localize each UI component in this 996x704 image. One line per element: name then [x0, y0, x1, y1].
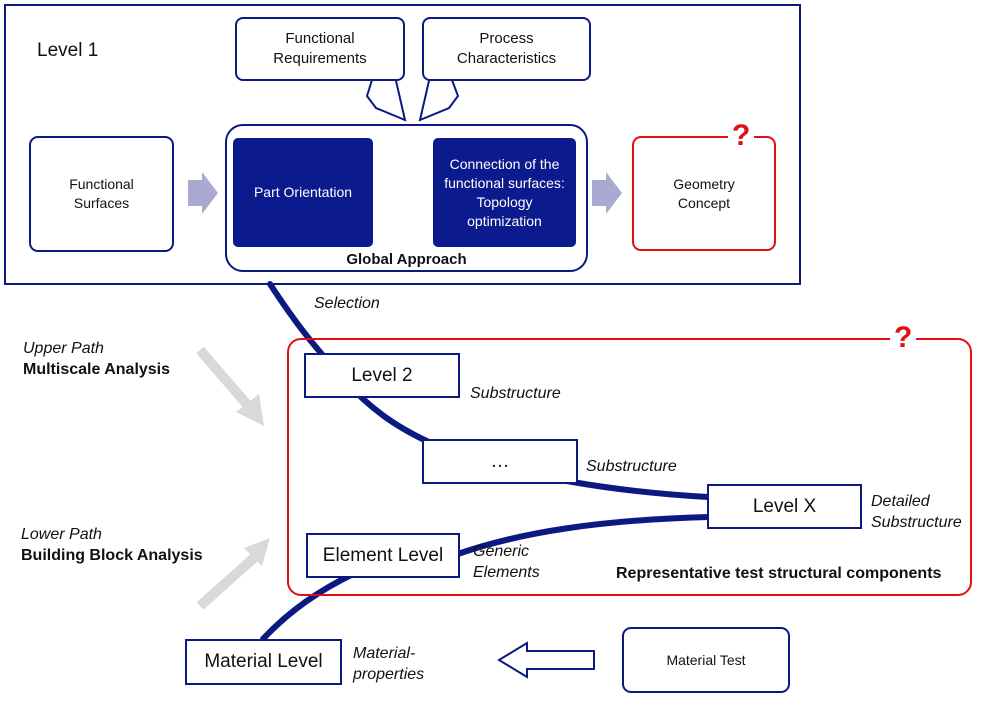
lower-path-title: Lower Path — [21, 526, 102, 543]
geometry-question-mark: ? — [728, 121, 755, 151]
functional-requirements-label: Functional Requirements — [273, 30, 367, 67]
element-note: Generic Elements — [473, 541, 540, 583]
arrow-connection-to-geometry — [592, 172, 622, 214]
connection-box: Connection of the functional surfaces: T… — [433, 138, 576, 247]
element-note-line1: Generic — [473, 543, 530, 560]
lower-path-gray-arrow — [196, 538, 270, 610]
level2-box: Level 2 — [304, 353, 460, 398]
level2-label: Level 2 — [351, 364, 413, 386]
levelx-note-line1: Detailed — [871, 493, 930, 510]
material-note: Material- properties — [353, 643, 424, 685]
element-level-label: Element Level — [322, 544, 444, 566]
global-approach-label: Global Approach — [346, 251, 467, 268]
material-test-box: Material Test — [622, 627, 790, 693]
levelx-label: Level X — [752, 495, 817, 517]
geometry-concept-label: Geometry Concept — [673, 175, 735, 211]
representative-question-mark: ? — [890, 323, 917, 353]
ellipsis-box: … — [422, 439, 578, 484]
process-characteristics-box: Process Characteristics — [422, 17, 591, 81]
material-note-line1: Material- — [353, 645, 416, 662]
level1-label: Level 1 — [37, 40, 99, 61]
material-note-line2: properties — [353, 666, 425, 683]
lower-path-subtitle: Building Block Analysis — [21, 547, 203, 564]
element-level-box: Element Level — [306, 533, 460, 578]
level1-frame — [4, 4, 801, 285]
levelx-note-line2: Substructure — [871, 514, 962, 531]
representative-frame — [287, 338, 972, 596]
upper-path-gray-arrow — [196, 346, 264, 426]
material-level-box: Material Level — [185, 639, 342, 685]
geometry-concept-box: Geometry Concept — [632, 136, 776, 251]
arrow-material-test-left — [497, 641, 595, 679]
representative-title: Representative test structural component… — [616, 565, 942, 582]
lower-path-line-upper — [453, 514, 709, 558]
lower-path-line-lower — [259, 570, 357, 643]
process-characteristics-label: Process Characteristics — [456, 30, 557, 67]
ellipsis-label: … — [490, 450, 510, 472]
levelx-box: Level X — [707, 484, 862, 529]
material-test-label: Material Test — [666, 651, 746, 668]
functional-requirements-box: Functional Requirements — [235, 17, 405, 81]
ellipsis-note: Substructure — [586, 458, 677, 475]
connection-label: Connection of the functional surfaces: T… — [444, 155, 565, 229]
part-orientation-label: Part Orientation — [253, 184, 353, 200]
material-level-label: Material Level — [204, 651, 323, 672]
lower-path-label: Lower Path Building Block Analysis — [21, 524, 203, 566]
upper-path-subtitle: Multiscale Analysis — [23, 361, 171, 378]
part-orientation-box: Part Orientation — [233, 138, 373, 247]
arrow-surfaces-to-approach — [188, 172, 218, 214]
level2-note: Substructure — [470, 385, 561, 402]
selection-label: Selection — [314, 295, 380, 312]
upper-path-label: Upper Path Multiscale Analysis — [23, 338, 170, 380]
functional-surfaces-label: Functional Surfaces — [69, 176, 134, 211]
levelx-note: Detailed Substructure — [871, 491, 962, 533]
upper-path-line — [267, 281, 711, 500]
element-note-line2: Elements — [473, 564, 540, 581]
functional-surfaces-box: Functional Surfaces — [29, 136, 174, 252]
upper-path-title: Upper Path — [23, 340, 104, 357]
